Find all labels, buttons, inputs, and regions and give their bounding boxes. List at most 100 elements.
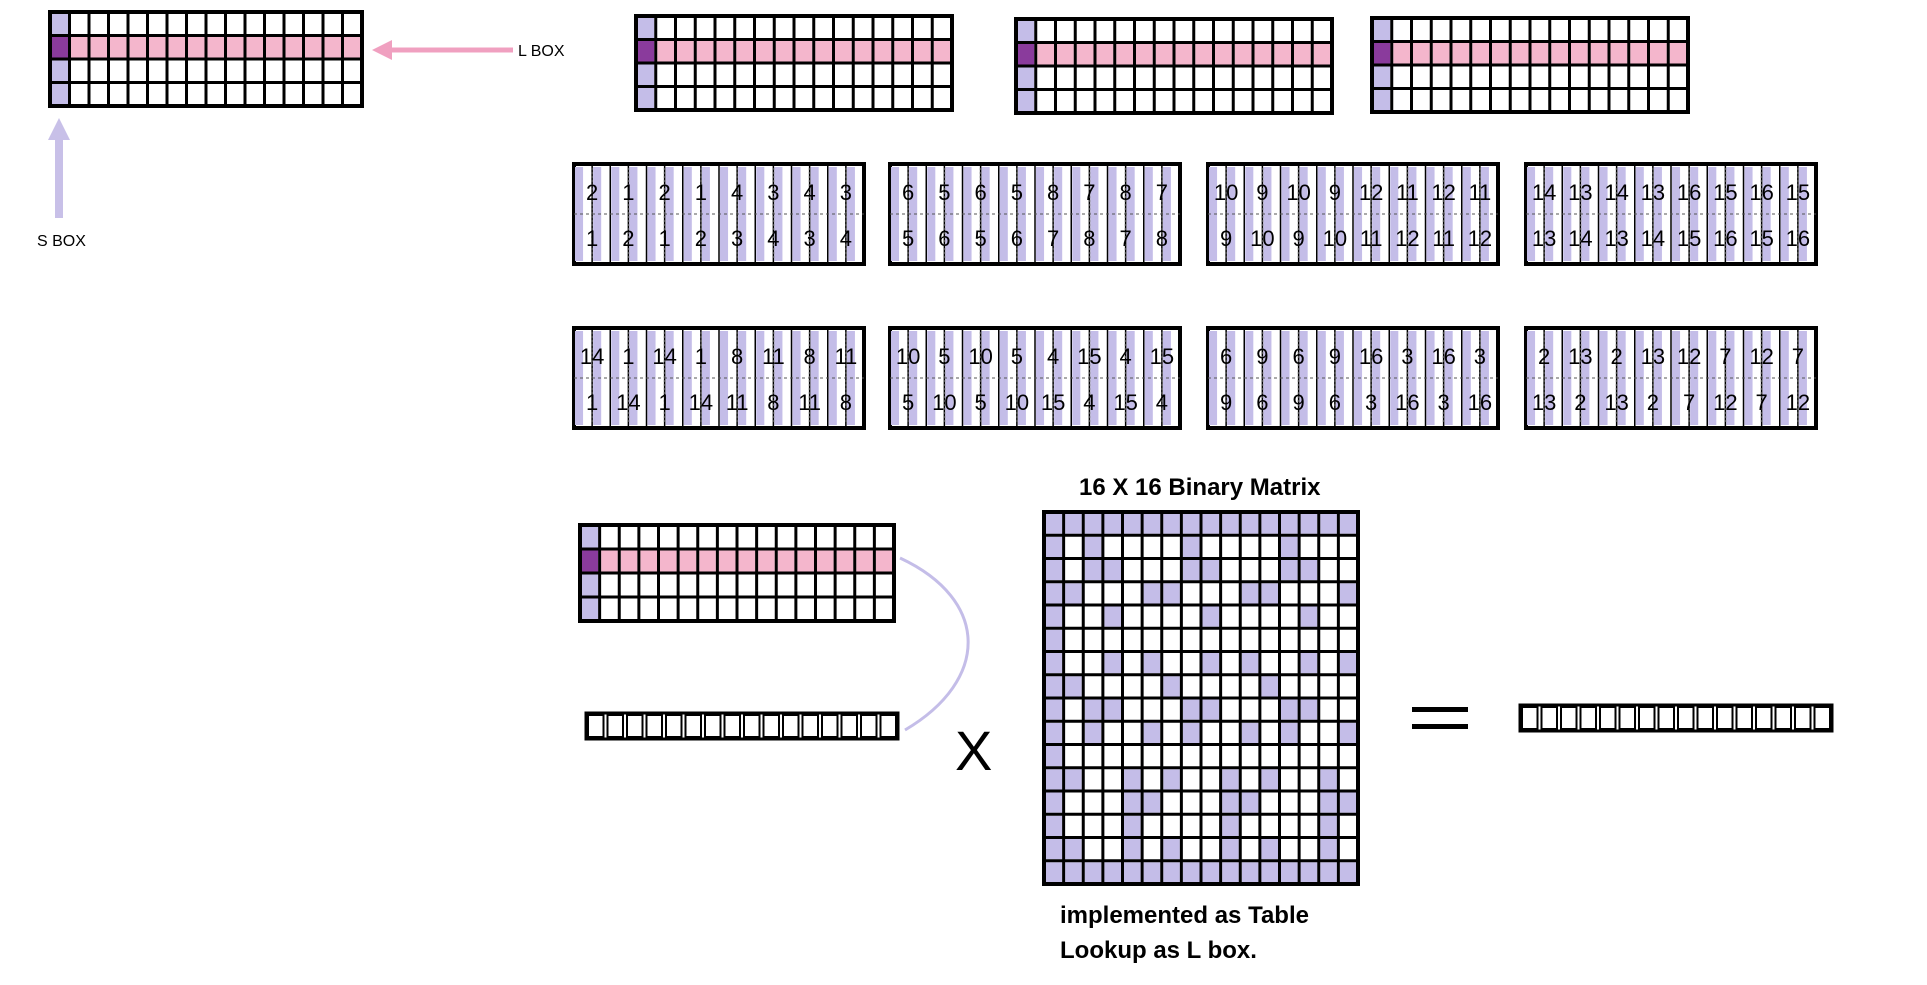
state-cell	[1155, 20, 1173, 41]
state-cell	[677, 88, 694, 109]
vector-cell	[1540, 706, 1558, 730]
state-cell	[324, 60, 341, 81]
state-cell	[1669, 19, 1687, 40]
state-cell	[1610, 43, 1628, 64]
state-cell	[797, 526, 814, 548]
state-cell	[817, 574, 834, 596]
matrix-cell	[1241, 839, 1259, 860]
swap-number-bottom: 5	[975, 390, 987, 415]
state-grid-top-1	[634, 14, 954, 112]
matrix-cell	[1143, 792, 1161, 813]
state-cell	[856, 526, 873, 548]
matrix-cell	[1339, 815, 1357, 836]
swap-number-bottom: 9	[1220, 390, 1232, 415]
state-cell	[305, 84, 322, 105]
matrix-cell	[1222, 513, 1239, 534]
state-cell	[914, 41, 931, 62]
state-cell	[736, 17, 753, 38]
swap-number-top: 15	[1713, 180, 1737, 205]
matrix-cell	[1202, 653, 1220, 674]
state-cell	[696, 17, 714, 38]
state-cell	[640, 550, 657, 572]
stripe	[701, 167, 710, 261]
state-cell	[51, 13, 68, 34]
swap-number-bottom: 6	[1011, 226, 1023, 251]
stripe	[1617, 167, 1626, 261]
matrix-cell	[1163, 513, 1180, 534]
state-cell	[1432, 66, 1450, 87]
matrix-cell	[1339, 513, 1357, 534]
state-cell	[110, 13, 127, 34]
matrix-cell	[1261, 606, 1278, 627]
matrix-cell	[1143, 769, 1161, 790]
swap-number-bottom: 1	[586, 390, 598, 415]
swap-number-bottom: 7	[1756, 390, 1768, 415]
state-cell	[1175, 44, 1193, 65]
state-cell	[758, 526, 775, 548]
matrix-cell	[1339, 676, 1357, 697]
matrix-cell	[1261, 746, 1278, 767]
state-cell	[1571, 43, 1588, 64]
swap-number-top: 11	[762, 344, 785, 369]
stripe	[1599, 167, 1608, 261]
state-cell	[1413, 90, 1430, 111]
matrix-cell	[1045, 629, 1063, 650]
matrix-cell	[1202, 536, 1220, 557]
vector-cell	[723, 714, 741, 738]
matrix-cell	[1222, 629, 1239, 650]
stripe	[1245, 167, 1254, 261]
state-cell	[129, 37, 146, 58]
state-cell	[637, 41, 655, 62]
state-cell	[815, 17, 832, 38]
state-cell	[640, 574, 657, 596]
matrix-cell	[1045, 653, 1063, 674]
state-cell	[1234, 91, 1252, 112]
matrix-cell	[1261, 815, 1278, 836]
stripe	[1653, 167, 1662, 261]
state-cell	[207, 84, 224, 105]
stripe	[1563, 331, 1572, 425]
state-cell	[581, 598, 599, 620]
state-cell	[90, 84, 107, 105]
matrix-cell	[1143, 839, 1161, 860]
matrix-cell	[1163, 560, 1180, 581]
state-cell	[188, 13, 205, 34]
matrix-cell	[1045, 606, 1063, 627]
matrix-cell	[1182, 653, 1200, 674]
state-cell	[657, 64, 674, 85]
state-cell	[285, 13, 302, 34]
swap-number-top: 12	[1431, 180, 1455, 205]
stripe	[1527, 167, 1536, 261]
matrix-cell	[1084, 536, 1102, 557]
swap-number-bottom: 8	[840, 390, 852, 415]
state-grid-top-3	[1370, 16, 1690, 114]
matrix-cell	[1143, 653, 1161, 674]
matrix-cell	[1241, 629, 1259, 650]
matrix-cell	[1084, 606, 1102, 627]
matrix-cell	[1261, 653, 1278, 674]
state-cell	[188, 37, 205, 58]
matrix-cell	[1222, 583, 1239, 604]
state-cell	[718, 574, 736, 596]
matrix-cell	[1339, 792, 1357, 813]
matrix-cell	[1143, 676, 1161, 697]
caption-line-2: Lookup as L box.	[1060, 937, 1257, 964]
state-cell	[324, 84, 341, 105]
state-cell	[90, 37, 107, 58]
swap-number-top: 4	[1120, 344, 1132, 369]
stripe	[1227, 167, 1236, 261]
matrix-cell	[1065, 536, 1082, 557]
matrix-cell	[1320, 536, 1337, 557]
state-cell	[1037, 67, 1054, 88]
swap-number-top: 9	[1256, 344, 1268, 369]
state-cell	[1076, 67, 1094, 88]
matrix-cell	[1182, 676, 1200, 697]
swap-number-top: 10	[968, 344, 992, 369]
state-cell	[1313, 20, 1331, 41]
matrix-cell	[1339, 629, 1357, 650]
state-cell	[933, 41, 951, 62]
state-cell	[1630, 90, 1647, 111]
state-cell	[168, 13, 185, 34]
matrix-cell	[1143, 815, 1161, 836]
